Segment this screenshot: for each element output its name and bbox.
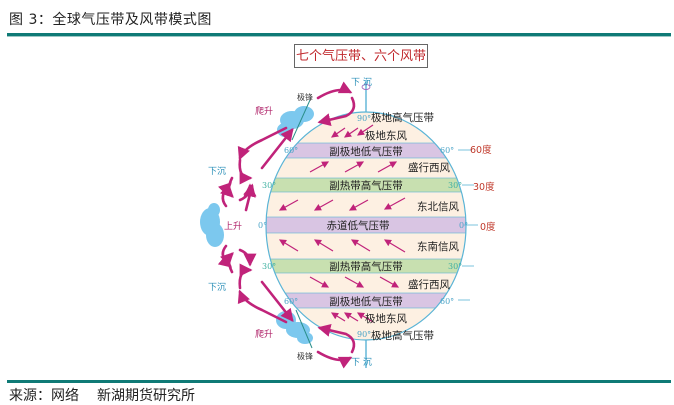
flow-label-rise-equator: 上升 (224, 222, 243, 232)
figure-title: 图 3：全球气压带及风带模式图 (9, 12, 212, 28)
latitude-label-60: 60度 (470, 145, 492, 156)
belt-label-equatorial-low: 赤道低气压带 (326, 220, 390, 232)
belt-label-north-polar-high: 极地高气压带 (371, 112, 434, 124)
wind-label-south-westerlies: 盛行西风 (408, 279, 450, 291)
flow-label-sink-north-30: 下沉 (208, 167, 227, 177)
inner-degree-30-nw: 30° (262, 181, 277, 190)
flow-label-climb-south: 爬升 (255, 330, 274, 340)
circulation-arrows (217, 81, 356, 369)
belt-label-south-subtropical-high: 副热带高气压带 (329, 261, 403, 273)
source-org: 新湖期货研究所 (97, 388, 195, 404)
inner-degree-90-south: 90° (357, 330, 372, 339)
flow-label-sink-south-30: 下沉 (208, 283, 227, 293)
top-divider (7, 33, 671, 36)
inner-degree-30-sw: 30° (262, 262, 277, 271)
latitude-label-30: 30度 (473, 182, 495, 193)
inner-degree-90-north: 90° (357, 114, 372, 123)
globe (266, 112, 466, 340)
belt-label-south-polar-high: 极地高气压带 (371, 330, 434, 342)
wind-label-north-polar-easterlies: 极地东风 (365, 130, 407, 142)
inner-degree-0-w: 0° (258, 221, 268, 230)
diagram-banner: 七个气压带、六个风带 (294, 44, 428, 68)
top-divider-shadow (7, 36, 671, 37)
source-label: 来源：网络 (9, 388, 79, 404)
flow-label-sink-north-pole: 下 沉 (351, 78, 372, 88)
source-line: 来源：网络 新湖期货研究所 (9, 385, 213, 405)
inner-degree-60-se: 60° (440, 297, 455, 306)
inner-degree-30-ne: 30° (448, 181, 463, 190)
wind-label-north-westerlies: 盛行西风 (408, 162, 450, 174)
wind-label-south-polar-easterlies: 极地东风 (365, 313, 407, 325)
flow-label-polar-front-north: 极锋 (297, 93, 313, 102)
flow-label-sink-south-pole: 下 沉 (351, 358, 372, 368)
inner-degree-30-se: 30° (448, 262, 463, 271)
inner-degree-60-sw: 60° (284, 297, 299, 306)
cloud-icon (200, 106, 314, 344)
belt-label-south-subpolar-low: 副极地低气压带 (329, 296, 403, 308)
belt-label-north-subpolar-low: 副极地低气压带 (329, 146, 403, 158)
inner-degree-0-e: 0° (459, 221, 469, 230)
belt-label-north-subtropical-high: 副热带高气压带 (329, 180, 403, 192)
flow-label-polar-front-south: 极锋 (297, 352, 313, 361)
inner-degree-60-ne: 60° (440, 146, 455, 155)
bottom-divider (7, 380, 671, 383)
inner-degree-60-nw: 60° (284, 146, 299, 155)
latitude-label-0: 0度 (480, 222, 496, 233)
flow-label-climb-north: 爬升 (255, 107, 274, 117)
wind-label-ne-trades: 东北信风 (417, 201, 459, 213)
wind-label-se-trades: 东南信风 (417, 241, 459, 253)
